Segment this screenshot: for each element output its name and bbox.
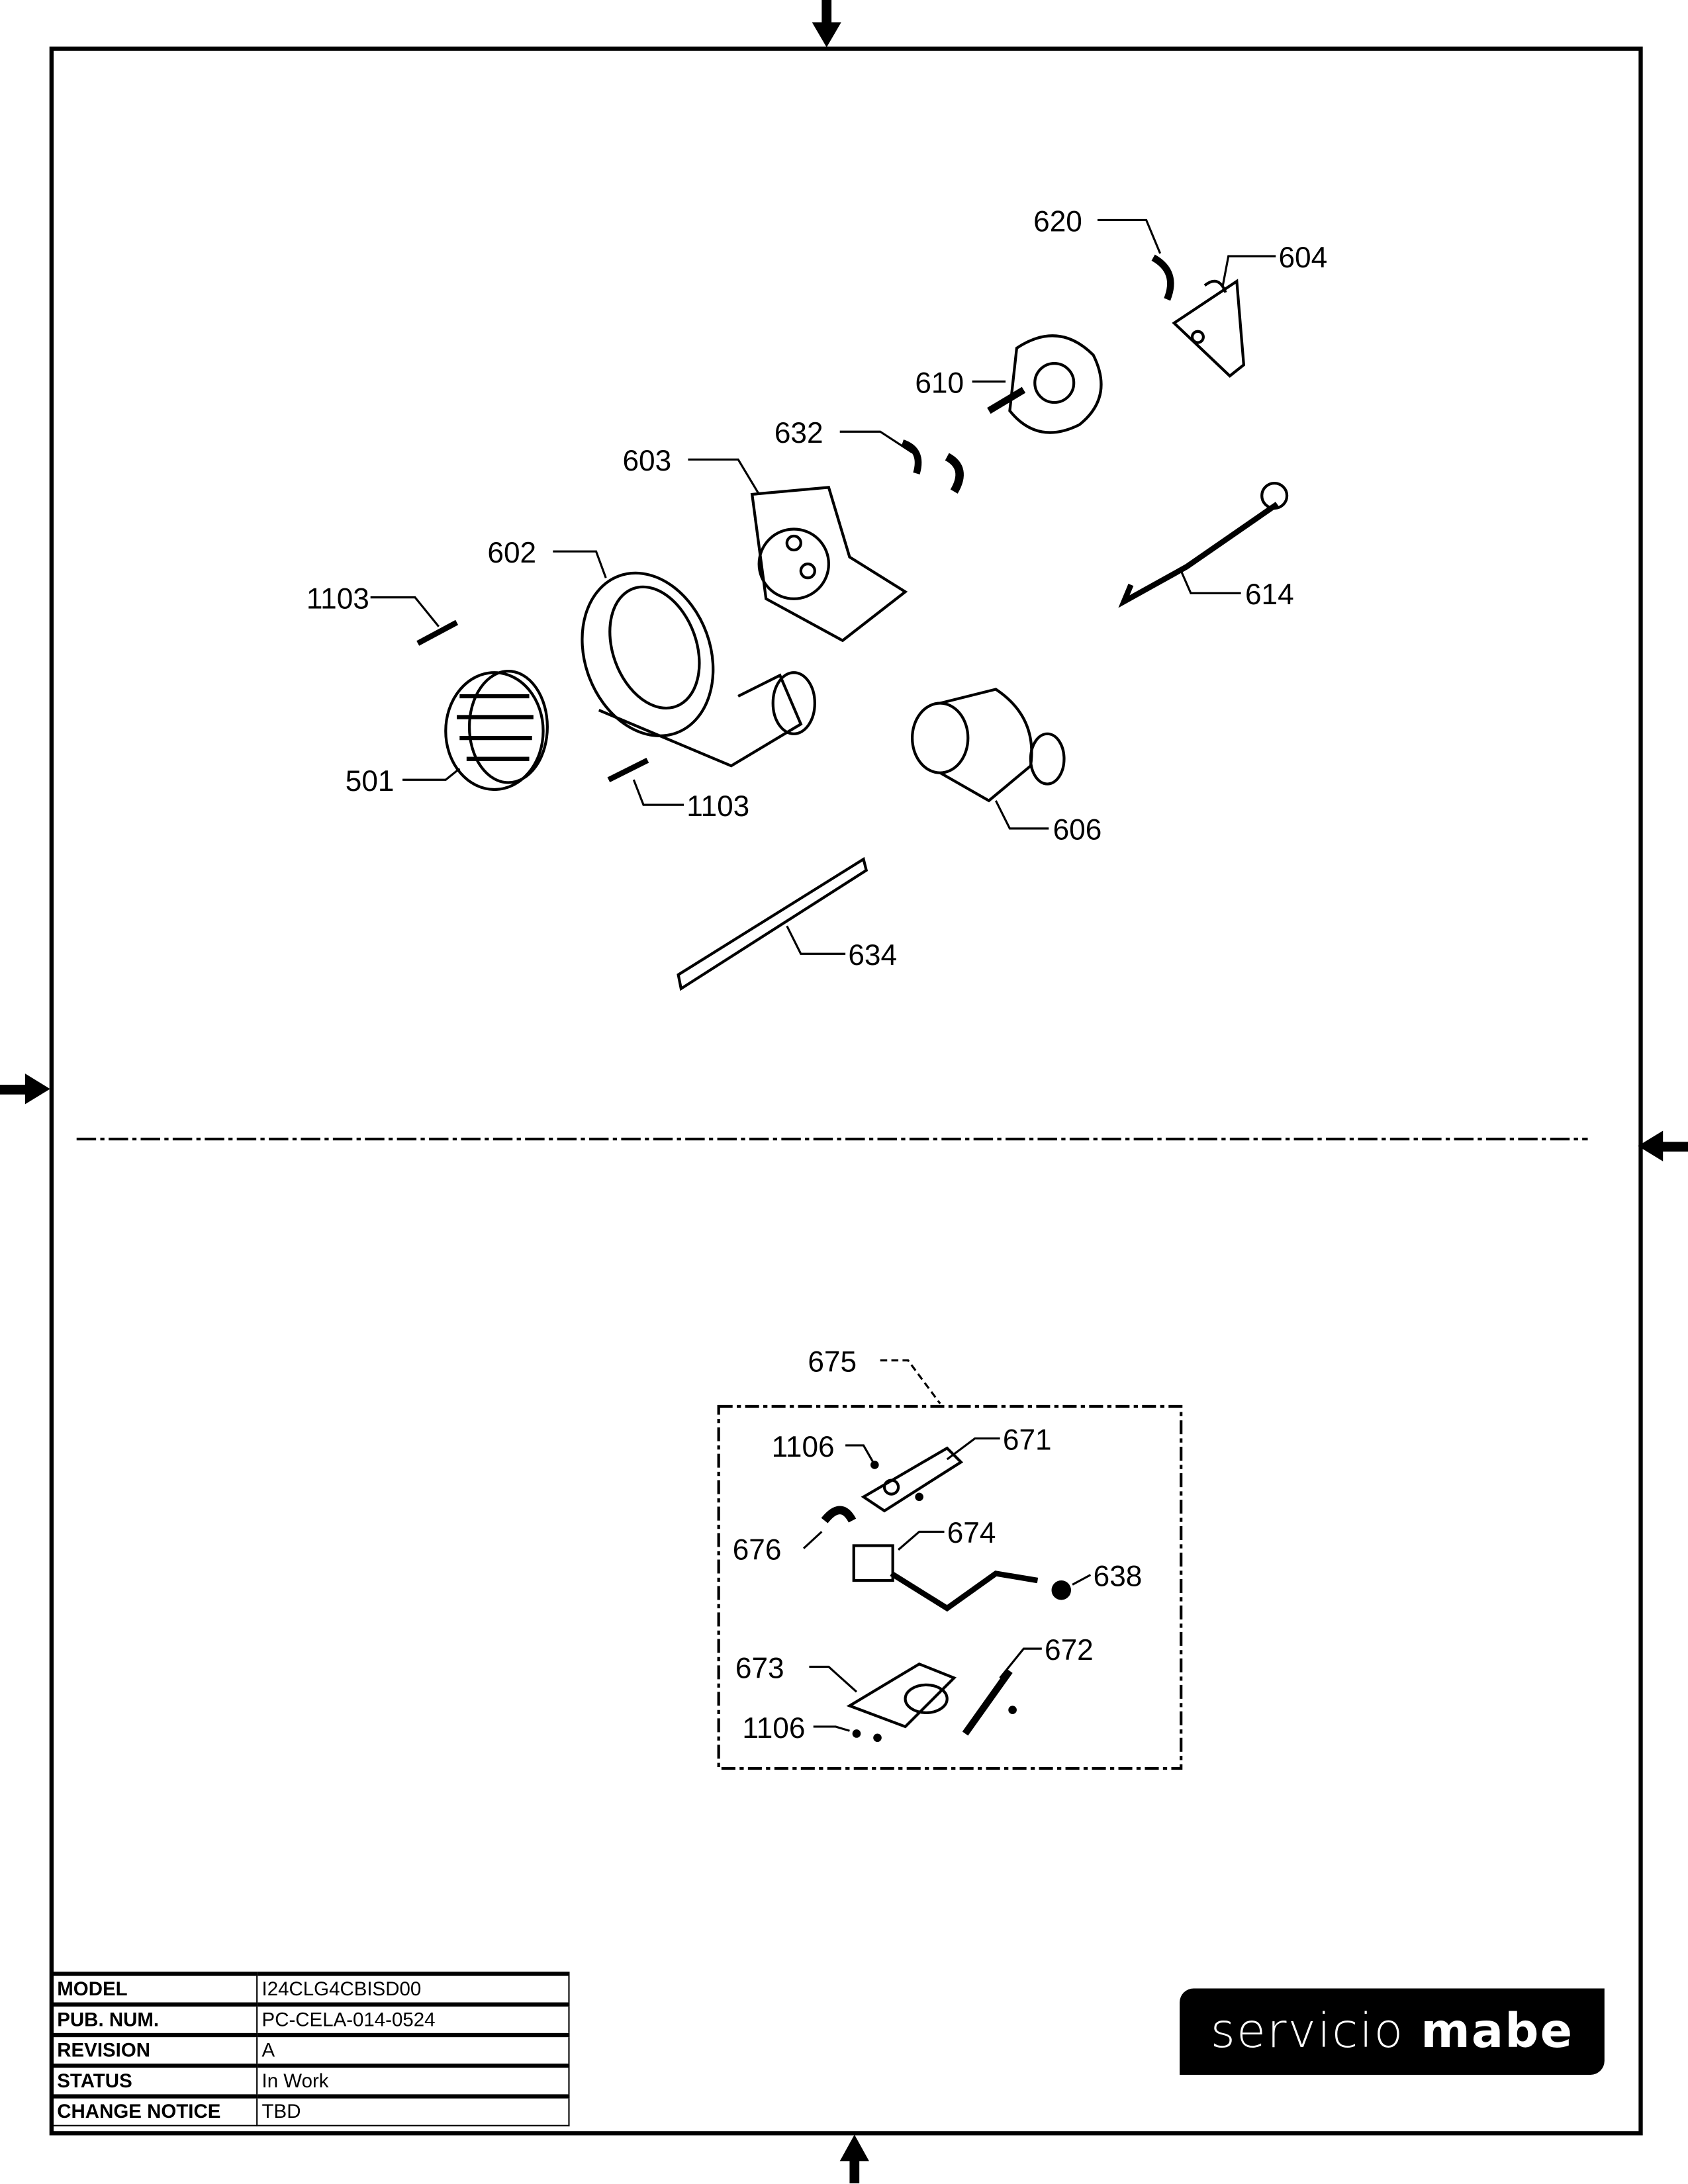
field-value: TBD bbox=[256, 2094, 570, 2126]
callout-602: 602 bbox=[487, 537, 536, 569]
part-672-electrode bbox=[962, 1668, 1013, 1736]
field-label: REVISION bbox=[51, 2032, 258, 2067]
sheet-border bbox=[49, 46, 1643, 2136]
field-label: STATUS bbox=[51, 2064, 258, 2097]
part-632-clips bbox=[901, 439, 964, 494]
part-606-duct bbox=[911, 688, 1066, 803]
field-label: PUB. NUM. bbox=[51, 2002, 258, 2036]
callout-614: 614 bbox=[1245, 578, 1294, 611]
callout-675: 675 bbox=[808, 1345, 857, 1378]
callout-632: 632 bbox=[774, 417, 823, 449]
part-671-valve bbox=[861, 1446, 964, 1513]
field-label: CHANGE NOTICE bbox=[51, 2094, 258, 2126]
part-603-housing bbox=[750, 486, 908, 643]
callout-1103: 1103 bbox=[306, 582, 369, 615]
leader-lines bbox=[370, 218, 1276, 1732]
callout-1103b: 1103 bbox=[686, 790, 749, 823]
field-value: I24CLG4CBISD00 bbox=[256, 1972, 570, 2005]
callout-673: 673 bbox=[735, 1652, 784, 1684]
field-value: PC-CELA-014-0524 bbox=[256, 2002, 570, 2036]
callout-1106b: 1106 bbox=[742, 1712, 805, 1745]
callout-620: 620 bbox=[1033, 205, 1082, 238]
callout-638: 638 bbox=[1094, 1560, 1143, 1592]
part-610-motor bbox=[987, 334, 1103, 434]
part-1106-screws bbox=[852, 1461, 1017, 1743]
callout-634: 634 bbox=[848, 939, 897, 972]
field-label: MODEL bbox=[51, 1972, 258, 2005]
part-1103-screw bbox=[416, 619, 649, 783]
servicio-mabe-logo: servicio mabe bbox=[1180, 1988, 1605, 2075]
callout-606: 606 bbox=[1053, 814, 1102, 846]
field-value: A bbox=[256, 2032, 570, 2067]
callout-610: 610 bbox=[915, 367, 964, 399]
field-value: In Work bbox=[256, 2064, 570, 2097]
part-602-blower-housing bbox=[581, 571, 816, 768]
part-676-cap bbox=[821, 1506, 857, 1524]
part-614-rod bbox=[1118, 481, 1289, 608]
part-620-clip bbox=[1151, 254, 1174, 301]
callout-676: 676 bbox=[733, 1533, 782, 1566]
callout-603: 603 bbox=[622, 445, 671, 477]
part-501-fan bbox=[444, 670, 549, 792]
callout-1106: 1106 bbox=[772, 1431, 835, 1463]
part-673-holder bbox=[846, 1662, 957, 1729]
callout-674: 674 bbox=[947, 1517, 996, 1549]
callout-672: 672 bbox=[1045, 1634, 1094, 1666]
callout-501: 501 bbox=[346, 765, 395, 797]
logo-word-mabe: mabe bbox=[1421, 2003, 1574, 2060]
kit-675-boundary bbox=[717, 1404, 1183, 1770]
logo-word-servicio: servicio bbox=[1210, 2003, 1405, 2060]
part-674-bracket bbox=[852, 1544, 1039, 1612]
part-638-knob bbox=[1051, 1580, 1071, 1600]
table-row: PUB. NUM.PC-CELA-014-0524 bbox=[51, 2002, 570, 2036]
part-604-bracket bbox=[1172, 279, 1246, 378]
callout-604: 604 bbox=[1278, 242, 1327, 274]
part-634-strip bbox=[677, 856, 868, 991]
callout-671: 671 bbox=[1003, 1424, 1052, 1456]
